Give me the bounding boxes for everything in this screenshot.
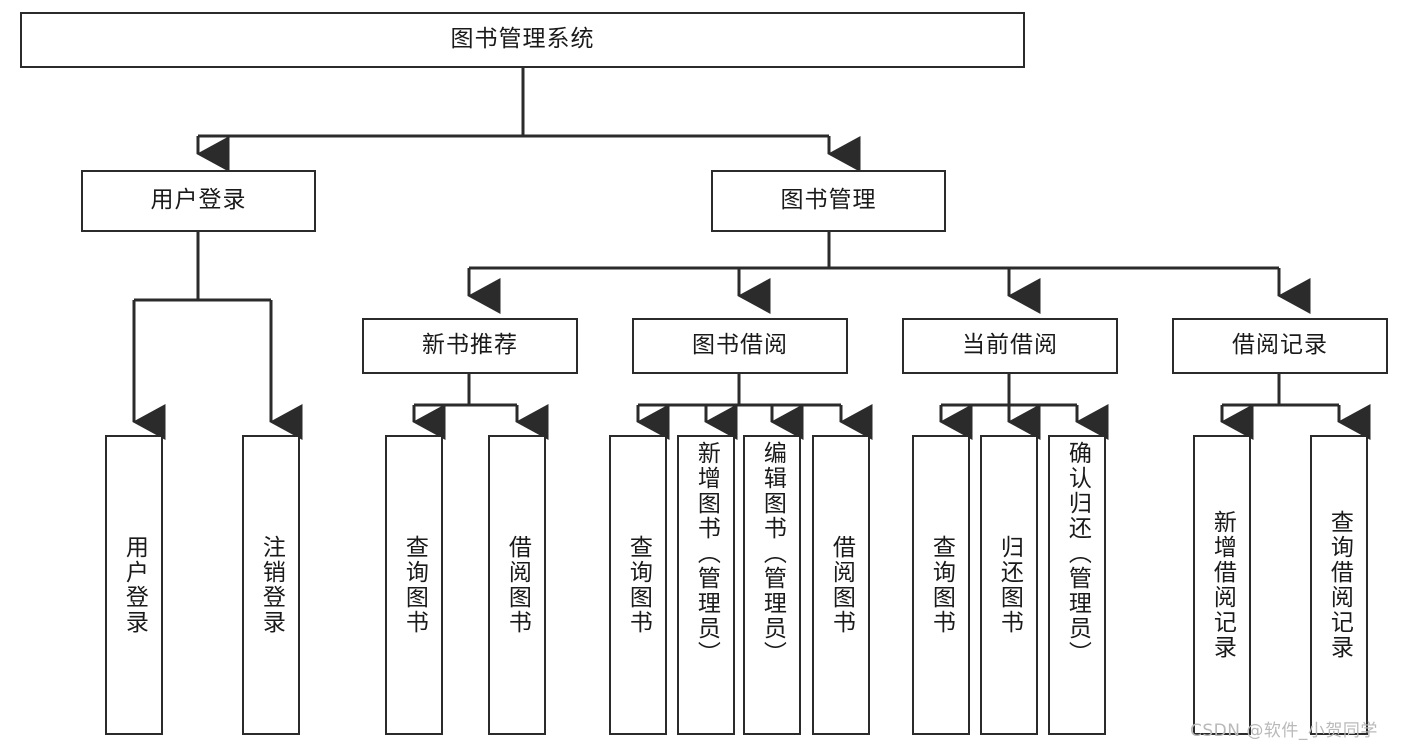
node-leaf-logout[interactable]: 注销登录 — [242, 435, 300, 735]
node-label: 注销登录 — [258, 535, 285, 635]
edge-group-book-management — [467, 232, 1311, 314]
node-book-management[interactable]: 图书管理 — [711, 170, 946, 232]
node-leaf-confirm-return-admin[interactable]: 确认归还（管理员） — [1048, 435, 1106, 735]
node-leaf-query-borrow-record[interactable]: 查询借阅记录 — [1310, 435, 1368, 735]
node-label: 新增借阅记录 — [1209, 510, 1236, 660]
node-label: 图书管理 — [780, 187, 877, 214]
node-leaf-add-book-admin[interactable]: 新增图书（管理员） — [677, 435, 735, 735]
node-leaf-borrow-book-1[interactable]: 借阅图书 — [488, 435, 546, 735]
node-label: 当前借阅 — [962, 332, 1058, 359]
node-label: 用户登录 — [150, 187, 247, 214]
node-leaf-query-book-1[interactable]: 查询图书 — [385, 435, 443, 735]
node-label: 编辑图书（管理员） — [759, 441, 786, 666]
edge-group-root — [196, 68, 861, 172]
node-leaf-query-book-3[interactable]: 查询图书 — [912, 435, 970, 735]
node-book-borrow[interactable]: 图书借阅 — [632, 318, 848, 374]
node-borrow-record[interactable]: 借阅记录 — [1172, 318, 1388, 374]
edge-group-borrow-record — [1220, 374, 1371, 440]
node-label: 借阅图书 — [504, 535, 531, 635]
node-leaf-borrow-book-2[interactable]: 借阅图书 — [812, 435, 870, 735]
edge-group-user-login — [132, 232, 303, 440]
node-leaf-query-book-2[interactable]: 查询图书 — [609, 435, 667, 735]
node-label: 借阅记录 — [1232, 332, 1328, 359]
node-label: 归还图书 — [996, 535, 1023, 635]
node-label: 借阅图书 — [828, 535, 855, 635]
node-label: 新增图书（管理员） — [693, 441, 720, 666]
edge-group-book-borrow — [636, 374, 873, 440]
node-new-book-recommend[interactable]: 新书推荐 — [362, 318, 578, 374]
edge-group-new-book — [412, 374, 549, 440]
node-label: 查询借阅记录 — [1326, 510, 1353, 660]
node-leaf-edit-book-admin[interactable]: 编辑图书（管理员） — [743, 435, 801, 735]
node-leaf-user-login[interactable]: 用户登录 — [105, 435, 163, 735]
edge-group-current-borrow — [939, 374, 1109, 440]
node-label: 查询图书 — [625, 535, 652, 635]
node-current-borrow[interactable]: 当前借阅 — [902, 318, 1118, 374]
node-label: 确认归还（管理员） — [1064, 441, 1091, 666]
node-label: 图书借阅 — [692, 332, 788, 359]
node-leaf-add-borrow-record[interactable]: 新增借阅记录 — [1193, 435, 1251, 735]
node-user-login[interactable]: 用户登录 — [81, 170, 316, 232]
node-label: 图书管理系统 — [450, 26, 595, 53]
node-root-system[interactable]: 图书管理系统 — [20, 12, 1025, 68]
node-label: 查询图书 — [401, 535, 428, 635]
node-label: 查询图书 — [928, 535, 955, 635]
node-leaf-return-book[interactable]: 归还图书 — [980, 435, 1038, 735]
node-label: 新书推荐 — [422, 332, 518, 359]
node-label: 用户登录 — [121, 535, 148, 635]
